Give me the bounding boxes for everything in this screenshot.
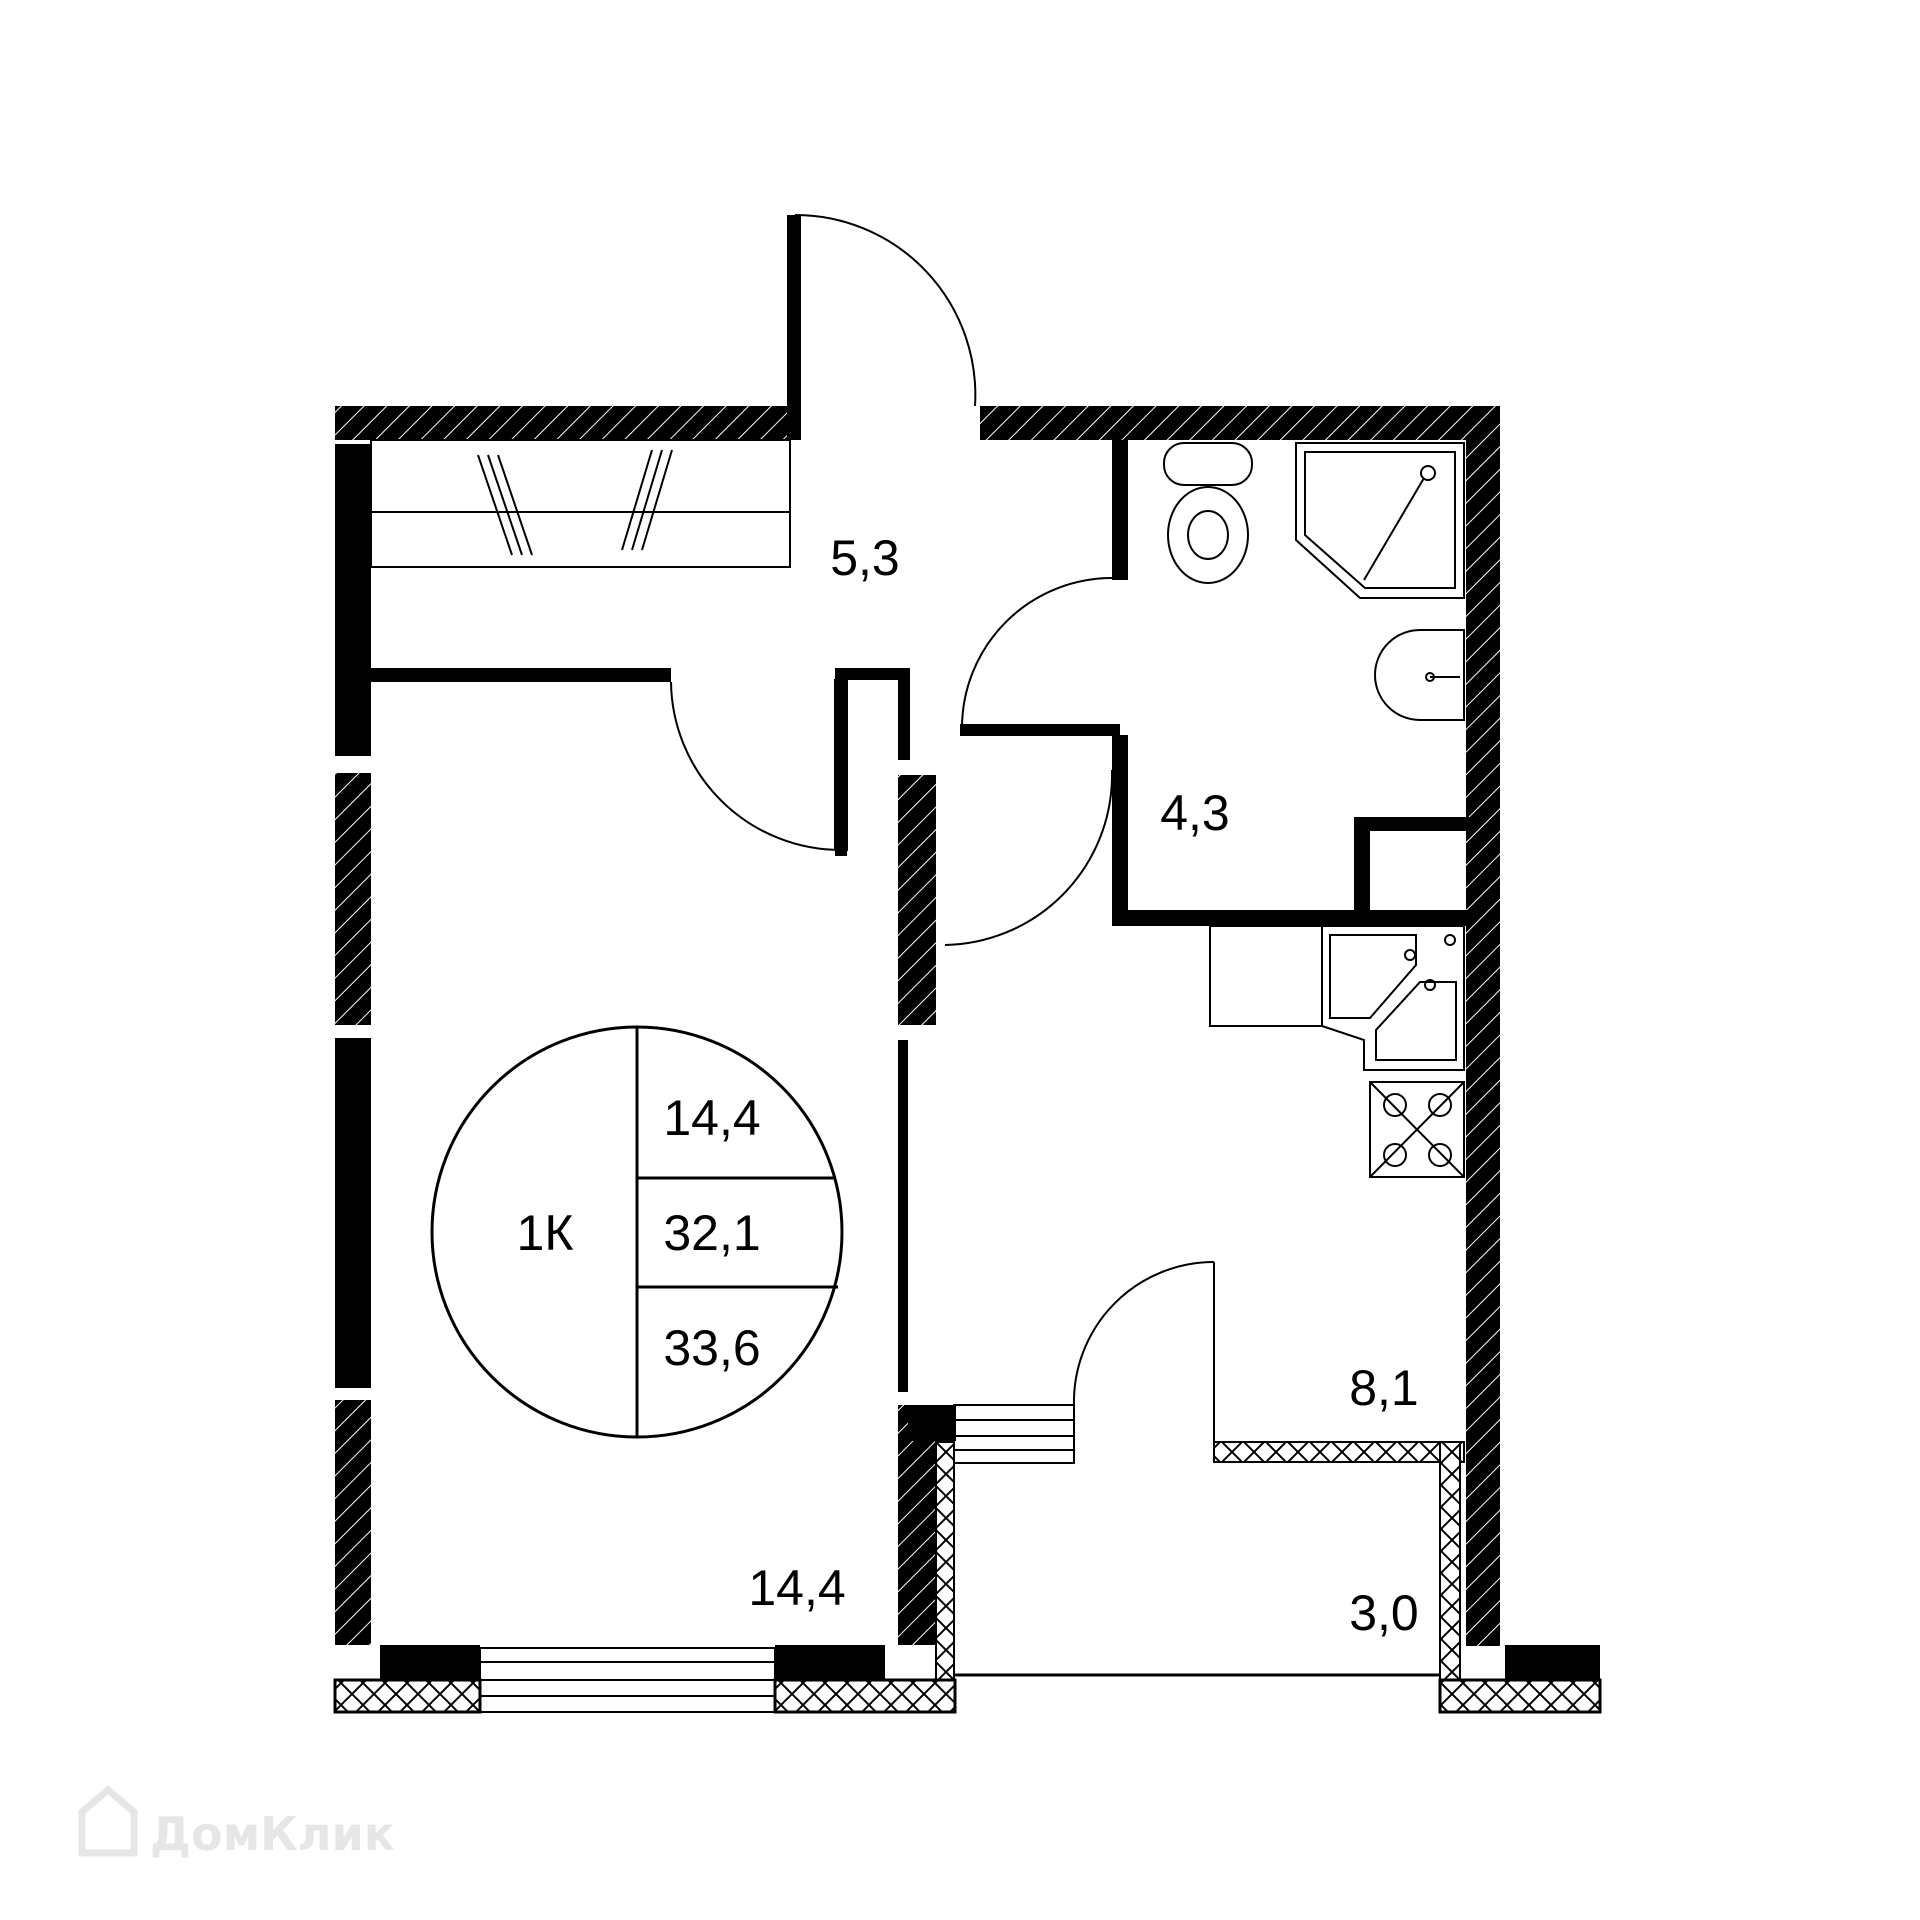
stove-icon [1369,1081,1465,1178]
kitchen-door [944,770,1113,946]
bathroom-area-label: 4,3 [1160,785,1230,841]
toilet-icon [1163,442,1253,584]
balcony-door [1072,1261,1215,1442]
watermark-text: ДомКлик [150,1807,395,1861]
entrance-door [794,213,977,407]
balcony-window [953,1404,1075,1464]
total-area-with-balcony-label: 33,6 [663,1320,760,1376]
balcony-walls [333,1405,1602,1714]
hall-area-label: 5,3 [830,530,900,586]
wardrobe [370,439,791,568]
unit-type-label: 1К [517,1205,574,1261]
bathroom-door [960,577,1113,731]
exterior-walls [335,215,1500,1646]
living-area-label: 14,4 [663,1090,760,1146]
bedroom-window [479,1647,776,1713]
kitchen-counter [1209,925,1465,1071]
shower-icon [1295,442,1465,599]
kitchen-sink-icon [1329,934,1457,1061]
watermark-logo: ДомКлик [78,1785,395,1861]
apartment-summary: 1К 14,4 32,1 33,6 [430,1025,844,1439]
bedroom-door [670,679,848,851]
kitchen-area-label: 8,1 [1349,1360,1419,1416]
balcony-area-label: 3,0 [1349,1585,1419,1641]
bedroom-area-label: 14,4 [748,1560,845,1616]
total-area-label: 32,1 [663,1205,760,1261]
sink-icon [1374,629,1465,721]
